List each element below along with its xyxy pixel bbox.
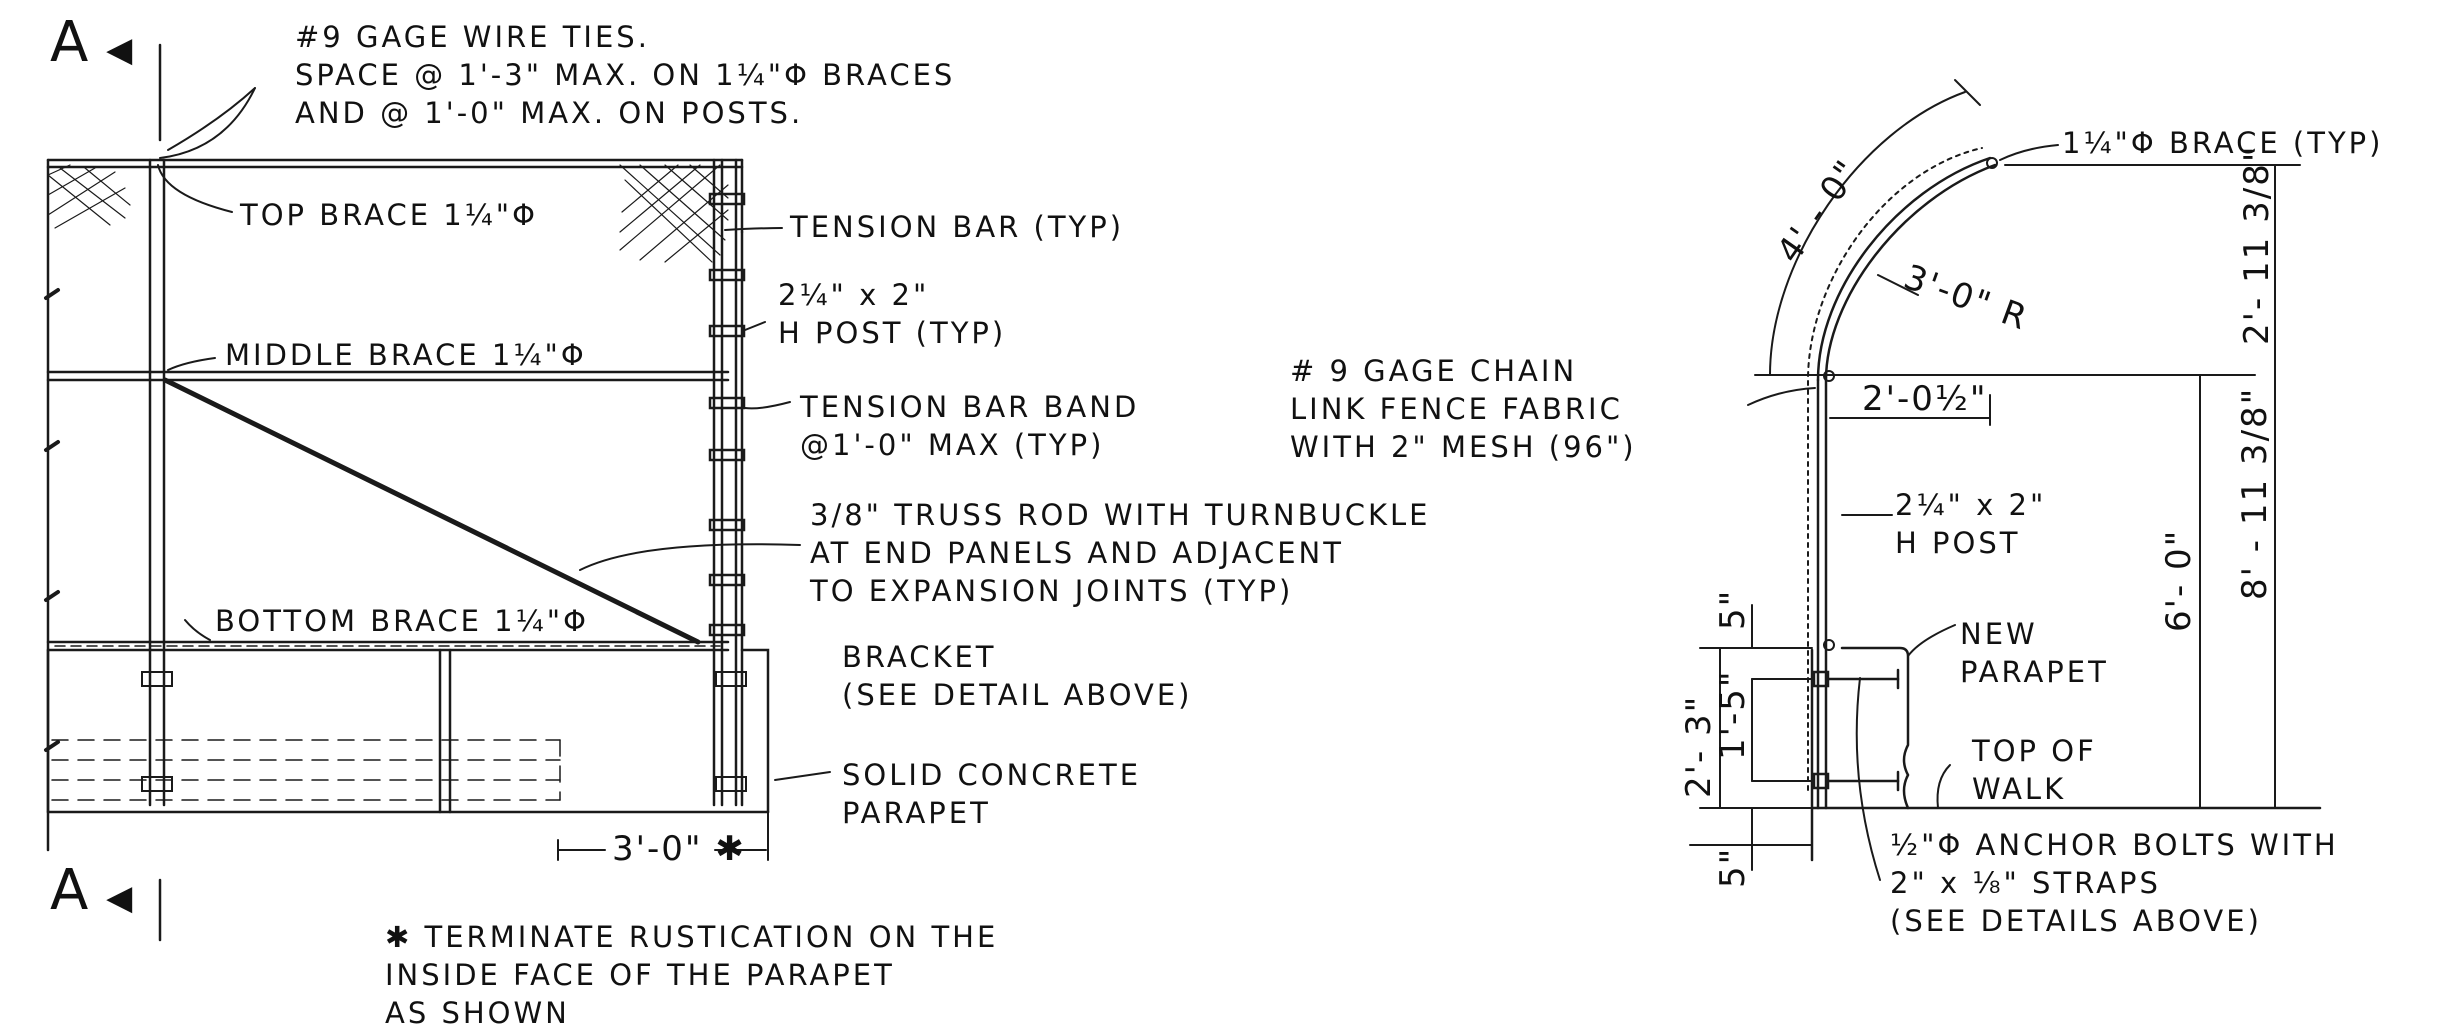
parapet-section: [1812, 648, 2320, 860]
middle-brace: [48, 372, 728, 380]
bolt-spacing-dimension: 1'-5": [1713, 669, 1753, 760]
parapet-label: SOLID CONCRETE PARAPET: [842, 756, 1141, 832]
fabric-line-3: WITH 2" MESH (96"): [1290, 430, 1637, 464]
new-parapet-label: NEW PARAPET: [1960, 615, 2109, 691]
left-post: [142, 160, 172, 805]
fence-detail-drawing: [0, 0, 2448, 1011]
wire-ties-line-3: AND @ 1'-0" MAX. ON POSTS.: [295, 96, 804, 130]
section-h-post-label: 2¼" x 2" H POST: [1895, 486, 2046, 562]
tension-bar-band-line-2: @1'-0" MAX (TYP): [800, 428, 1105, 462]
anchor-bolts-label: ½"Φ ANCHOR BOLTS WITH 2" x ⅛" STRAPS (SE…: [1890, 826, 2339, 940]
section-arrow-icon: ◀: [106, 878, 133, 918]
truss-rod-label: 3/8" TRUSS ROD WITH TURNBUCKLE AT END PA…: [810, 496, 1431, 610]
fabric-section-dashed: [1808, 148, 1982, 790]
section-h-post-size: 2¼" x 2": [1895, 488, 2047, 522]
bottom-brace: [48, 642, 728, 650]
bracket-label: BRACKET (SEE DETAIL ABOVE): [842, 638, 1193, 714]
top-of-walk-label: TOP OF WALK: [1972, 732, 2097, 808]
brace-section-label: 1¼"Φ BRACE (TYP): [2062, 126, 2384, 160]
top-brace-label: TOP BRACE 1¼"Φ: [240, 198, 538, 232]
rustication-footnote: ✱ TERMINATE RUSTICATION ON THE INSIDE FA…: [385, 918, 998, 1032]
footnote-line-1: ✱ TERMINATE RUSTICATION ON THE: [385, 920, 999, 954]
top-of-walk-line-1: TOP OF: [1972, 734, 2097, 768]
footnote-line-2: INSIDE FACE OF THE PARAPET: [385, 958, 895, 992]
wire-ties-line-2: SPACE @ 1'-3" MAX. ON 1¼"Φ BRACES: [295, 58, 956, 92]
offset-dimension: 2'-0½": [1862, 379, 1988, 419]
parapet-line-2: PARAPET: [842, 796, 991, 830]
elevation-leaders: [158, 88, 830, 780]
anchor-bolts-section: [1814, 670, 1898, 790]
truss-rod-line-3: TO EXPANSION JOINTS (TYP): [810, 574, 1294, 608]
top-height-dimension: 2'- 11 3/8": [2237, 144, 2277, 345]
tension-bar-label: TENSION BAR (TYP): [790, 210, 1125, 244]
section-dimensions: [1690, 80, 2300, 870]
panel-dimension: [558, 812, 768, 860]
bottom-edge-dimension: 5": [1713, 846, 1753, 888]
fabric-line-2: LINK FENCE FABRIC: [1290, 392, 1623, 426]
top-of-walk-line-2: WALK: [1972, 772, 2067, 806]
concrete-parapet: [48, 650, 768, 812]
bracket-line-2: (SEE DETAIL ABOVE): [842, 678, 1193, 712]
top-edge-dimension: 5": [1713, 588, 1753, 630]
fabric-label: # 9 GAGE CHAIN LINK FENCE FABRIC WITH 2"…: [1290, 352, 1637, 466]
section-marker-bottom: A ◀: [50, 863, 133, 919]
section-letter: A: [50, 858, 89, 923]
footnote-line-3: AS SHOWN: [385, 996, 570, 1030]
bracket-line-1: BRACKET: [842, 640, 997, 674]
section-marker-top: A ◀: [50, 15, 133, 71]
section-arrow-icon: ◀: [106, 30, 133, 70]
post-height-dimension: 6'- 0": [2159, 528, 2199, 632]
tension-bar-band-line-1: TENSION BAR BAND: [800, 390, 1140, 424]
section-h-post-type: H POST: [1895, 526, 2021, 560]
parapet-rustication: [52, 740, 560, 800]
anchor-bolts-line-1: ½"Φ ANCHOR BOLTS WITH: [1890, 828, 2339, 862]
fabric-line-1: # 9 GAGE CHAIN: [1290, 354, 1578, 388]
anchor-bolts-line-2: 2" x ⅛" STRAPS: [1890, 866, 2161, 900]
h-post-label: 2¼" x 2" H POST (TYP): [778, 276, 1006, 352]
truss-rod-line-1: 3/8" TRUSS ROD WITH TURNBUCKLE: [810, 498, 1431, 532]
h-post-type: H POST (TYP): [778, 316, 1007, 350]
asterisk-icon: ✱: [715, 829, 746, 869]
anchor-bolts-line-3: (SEE DETAILS ABOVE): [1890, 904, 2262, 938]
panel-dimension-value: 3'-0": [612, 829, 703, 869]
parapet-line-1: SOLID CONCRETE: [842, 758, 1142, 792]
fence-post-section: [1818, 158, 1997, 808]
h-post-size: 2¼" x 2": [778, 278, 930, 312]
fabric-hatch-right: [620, 165, 728, 262]
section-letter: A: [50, 10, 89, 75]
total-height-dimension: 8' - 11 3/8": [2235, 386, 2275, 600]
section-leaders: [1748, 145, 2058, 880]
wire-ties-line-1: #9 GAGE WIRE TIES.: [295, 20, 650, 54]
fabric-hatch-left: [48, 165, 130, 228]
bottom-brace-label: BOTTOM BRACE 1¼"Φ: [215, 604, 589, 638]
truss-rod-line-2: AT END PANELS AND ADJACENT: [810, 536, 1344, 570]
truss-rod: [165, 380, 698, 642]
tension-bar-band-label: TENSION BAR BAND @1'-0" MAX (TYP): [800, 388, 1139, 464]
middle-brace-label: MIDDLE BRACE 1¼"Φ: [225, 338, 587, 372]
right-h-post: [710, 160, 746, 805]
new-parapet-line-1: NEW: [1960, 617, 2038, 651]
new-parapet-line-2: PARAPET: [1960, 655, 2109, 689]
wire-ties-note: #9 GAGE WIRE TIES. SPACE @ 1'-3" MAX. ON…: [295, 18, 955, 132]
panel-dimension-label: 3'-0" ✱: [612, 830, 746, 868]
